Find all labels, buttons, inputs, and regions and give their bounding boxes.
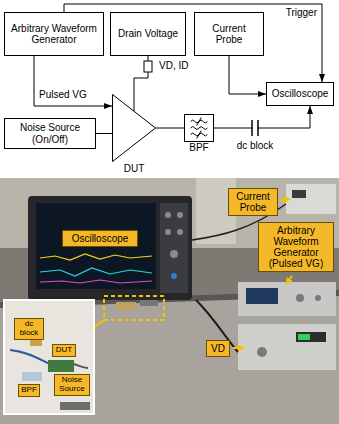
filter-box: BPF	[184, 114, 214, 142]
oscilloscope-instrument	[170, 250, 178, 258]
instrument-box: Drain Voltage	[110, 12, 186, 56]
signal-label: VD, ID	[158, 60, 189, 72]
node-heading: BPF	[189, 142, 208, 153]
amplifier-outline	[112, 94, 156, 162]
signal-connector	[214, 106, 310, 128]
dut-bench-area	[140, 300, 158, 306]
filter-symbol	[185, 115, 213, 141]
signal-connector	[229, 56, 266, 94]
inset-photo	[48, 360, 74, 372]
capacitor-symbol	[252, 120, 258, 136]
oscilloscope-instrument	[165, 229, 171, 235]
signal-connector	[96, 133, 112, 134]
signal-connector	[34, 56, 112, 106]
capacitor-symbol	[257, 120, 259, 136]
lab-background	[0, 178, 339, 424]
current-clamp-symbol	[144, 61, 152, 72]
bench-instruments	[257, 347, 267, 357]
signal-label: Trigger	[285, 7, 318, 19]
photo-callout: BPF	[18, 384, 40, 397]
oscilloscope-instrument	[171, 273, 177, 279]
photo-callout: Arbitrary Waveform Generator (Pulsed VG)	[258, 222, 334, 272]
photo-callout: dc block	[14, 318, 44, 340]
oscilloscope-instrument	[177, 212, 183, 218]
capacitor-symbol	[251, 120, 253, 136]
bench-instruments	[192, 184, 336, 370]
node-text: Oscilloscope	[272, 88, 329, 100]
bench-instruments	[292, 190, 306, 198]
filter-symbol	[191, 127, 208, 130]
node-text: DUT	[56, 346, 72, 355]
oscilloscope-instrument	[28, 196, 192, 300]
callout-arrows	[286, 276, 292, 284]
inset-photo	[10, 350, 50, 364]
node-text: dc block	[16, 320, 42, 338]
oscilloscope-instrument	[36, 203, 156, 289]
node-text: Drain Voltage	[118, 28, 178, 40]
instrument-box: Noise Source (On/Off)	[4, 118, 96, 149]
oscilloscope-instrument	[160, 203, 188, 293]
inset-photo	[22, 372, 42, 381]
instrument-box: Arbitrary Waveform Generator	[4, 12, 104, 56]
node-text: Oscilloscope	[72, 233, 129, 244]
node-text: Noise Source	[56, 376, 88, 394]
bench-instruments	[298, 334, 310, 340]
oscilloscope-instrument	[40, 280, 152, 283]
callout-arrows	[233, 347, 244, 349]
instrument-box: Oscilloscope	[266, 82, 334, 106]
instrument-box: Current Probe	[194, 12, 264, 56]
inset-photo	[4, 300, 94, 414]
dut-bench-area	[116, 302, 136, 310]
dut-bench-area	[104, 296, 164, 320]
signal-connector	[156, 128, 184, 129]
node-text: Arbitrary Waveform Generator	[8, 23, 100, 46]
bench-instruments	[286, 184, 336, 214]
node-heading: DUT	[124, 163, 145, 174]
bench-instruments	[296, 332, 326, 342]
photo-callout: Noise Source	[54, 374, 90, 396]
filter-symbol	[197, 118, 201, 126]
node-text: Current Probe	[198, 23, 260, 46]
filter-symbol	[197, 131, 201, 139]
photo-callout: Oscilloscope	[62, 230, 138, 247]
oscilloscope-instrument	[40, 268, 152, 276]
callout-arrows	[280, 199, 290, 200]
inset-photo	[4, 300, 94, 414]
amplifier-outline	[113, 95, 156, 162]
photo-callout: Current Probe	[228, 188, 278, 216]
bench-instruments	[315, 295, 321, 301]
oscilloscope-instrument	[40, 254, 152, 260]
inset-photo	[30, 340, 42, 346]
capacitor-symbol	[253, 122, 258, 134]
node-text: VD	[211, 343, 225, 354]
oscilloscope-instrument	[28, 196, 192, 300]
bench-instruments	[296, 294, 304, 302]
part-label: dc block	[236, 140, 275, 152]
lab-background	[0, 178, 339, 424]
node-text: Noise Source (On/Off)	[8, 122, 92, 145]
oscilloscope-instrument	[165, 212, 171, 218]
bench-instruments	[246, 288, 278, 304]
photo-callout: DUT	[52, 344, 76, 357]
dut-bench-area	[90, 296, 164, 330]
current-clamp-symbol	[144, 61, 152, 72]
amplifier-triangle: DUT	[112, 94, 156, 162]
node-text: BPF	[21, 386, 37, 395]
node-text: Arbitrary Waveform Generator (Pulsed VG)	[261, 225, 331, 269]
bench-instruments	[238, 324, 336, 370]
inset-photo	[60, 402, 90, 410]
inset-photo	[74, 364, 88, 368]
signal-label: Pulsed VG	[38, 89, 88, 101]
oscilloscope-instrument	[177, 229, 183, 235]
bench-instruments	[238, 282, 336, 316]
node-text: Current Probe	[231, 191, 275, 213]
photo-callout: VD	[206, 340, 230, 357]
